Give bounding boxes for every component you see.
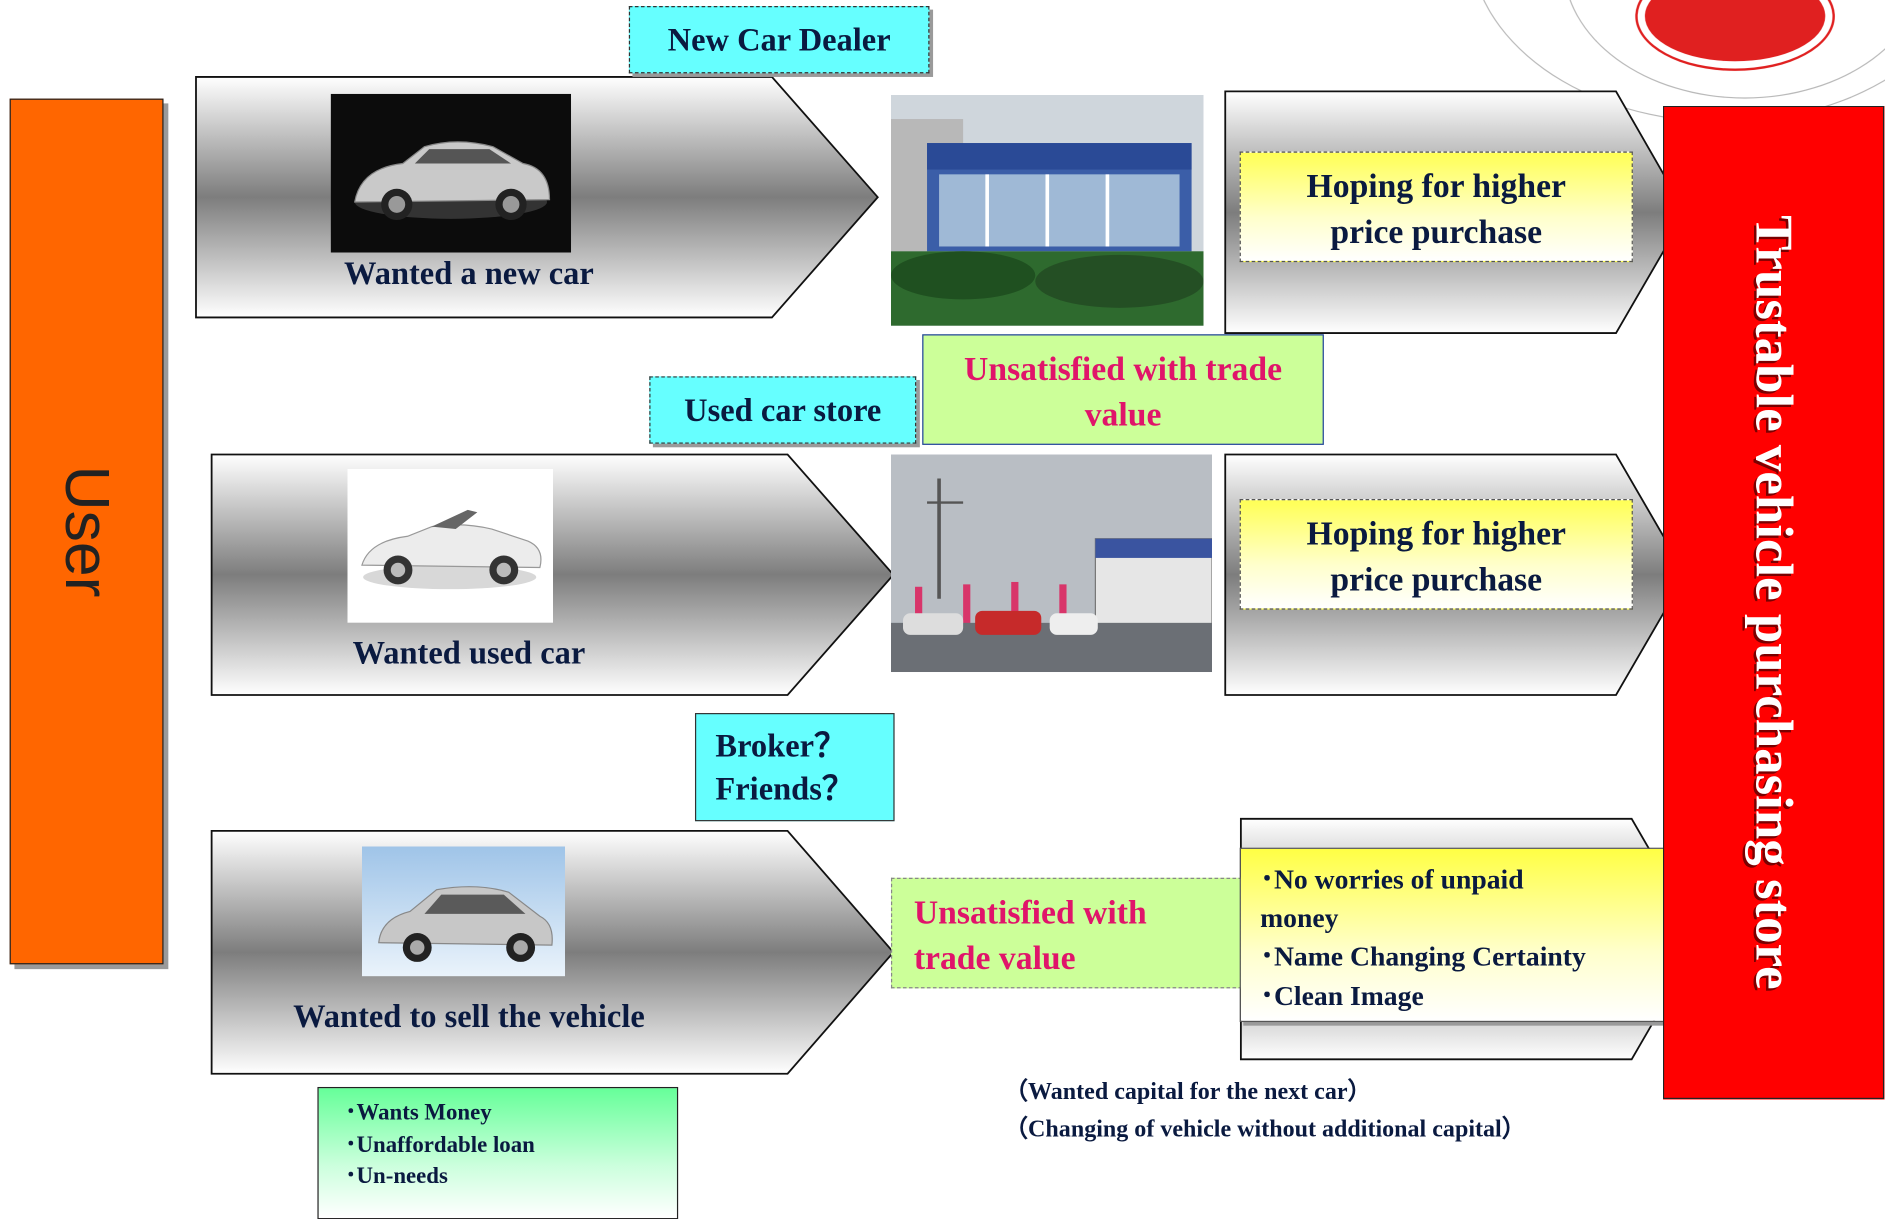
hoping-line: price purchase <box>1330 213 1543 252</box>
benefits-box: ･No worries of unpaid money ･Name Changi… <box>1239 847 1678 1023</box>
benefit-item: ･Clean Image <box>1260 980 1424 1011</box>
note-line: （Wanted capital for the next car） <box>1004 1078 1372 1106</box>
reasons-box: ･Wants Money ･Unaffordable loan ･Un-need… <box>317 1086 679 1219</box>
row-caption-new-car: Wanted a new car <box>344 254 594 291</box>
user-bar: User <box>9 98 164 965</box>
user-label: User <box>51 465 122 598</box>
sell-car-photo <box>361 846 566 977</box>
reason-item: ･Wants Money <box>345 1100 492 1126</box>
unsatisfied-line: value <box>1084 396 1162 434</box>
trustable-store-bar: Trustable vehicle purchasing store <box>1662 105 1885 1099</box>
label-used-car-store: Used car store <box>649 376 917 444</box>
unsatisfied-line: trade value <box>913 940 1076 978</box>
friends-line: Friends？ <box>715 771 855 808</box>
hoping-higher-price-1: Hoping for higher price purchase <box>1239 151 1633 263</box>
note-line: （Changing of vehicle without additional … <box>1004 1115 1526 1143</box>
reason-item: ･Un-needs <box>345 1164 448 1190</box>
label-new-car-dealer: New Car Dealer <box>628 6 930 74</box>
unsatisfied-trade-value-bottom: Unsatisfied with trade value <box>890 877 1243 989</box>
label-broker-friends: Broker？ Friends？ <box>694 713 895 822</box>
hoping-line: Hoping for higher <box>1306 168 1566 206</box>
benefit-item: money <box>1260 903 1339 934</box>
hoping-line: price purchase <box>1330 561 1543 599</box>
reason-item: ･Unaffordable loan <box>345 1132 535 1158</box>
row-caption-sell-vehicle: Wanted to sell the vehicle <box>293 997 645 1035</box>
benefit-item: ･Name Changing Certainty <box>1260 941 1586 972</box>
new-car-photo <box>330 93 572 253</box>
used-car-lot-photo <box>890 454 1213 673</box>
hoping-line: Hoping for higher <box>1306 515 1566 554</box>
store-label: Trustable vehicle purchasing store <box>1744 215 1804 990</box>
unsatisfied-line: Unsatisfied with trade <box>964 351 1283 389</box>
hoping-higher-price-2: Hoping for higher price purchase <box>1239 498 1633 610</box>
benefit-item: ･No worries of unpaid <box>1260 864 1524 895</box>
notes: （Wanted capital for the next car） （Chang… <box>1004 1074 1677 1149</box>
unsatisfied-trade-value-top: Unsatisfied with trade value <box>922 334 1324 445</box>
used-car-photo <box>347 468 554 623</box>
unsatisfied-line: Unsatisfied with <box>913 894 1147 932</box>
row-caption-used-car: Wanted used car <box>352 634 586 671</box>
broker-line: Broker？ <box>715 727 847 764</box>
dealer-photo <box>890 94 1204 326</box>
